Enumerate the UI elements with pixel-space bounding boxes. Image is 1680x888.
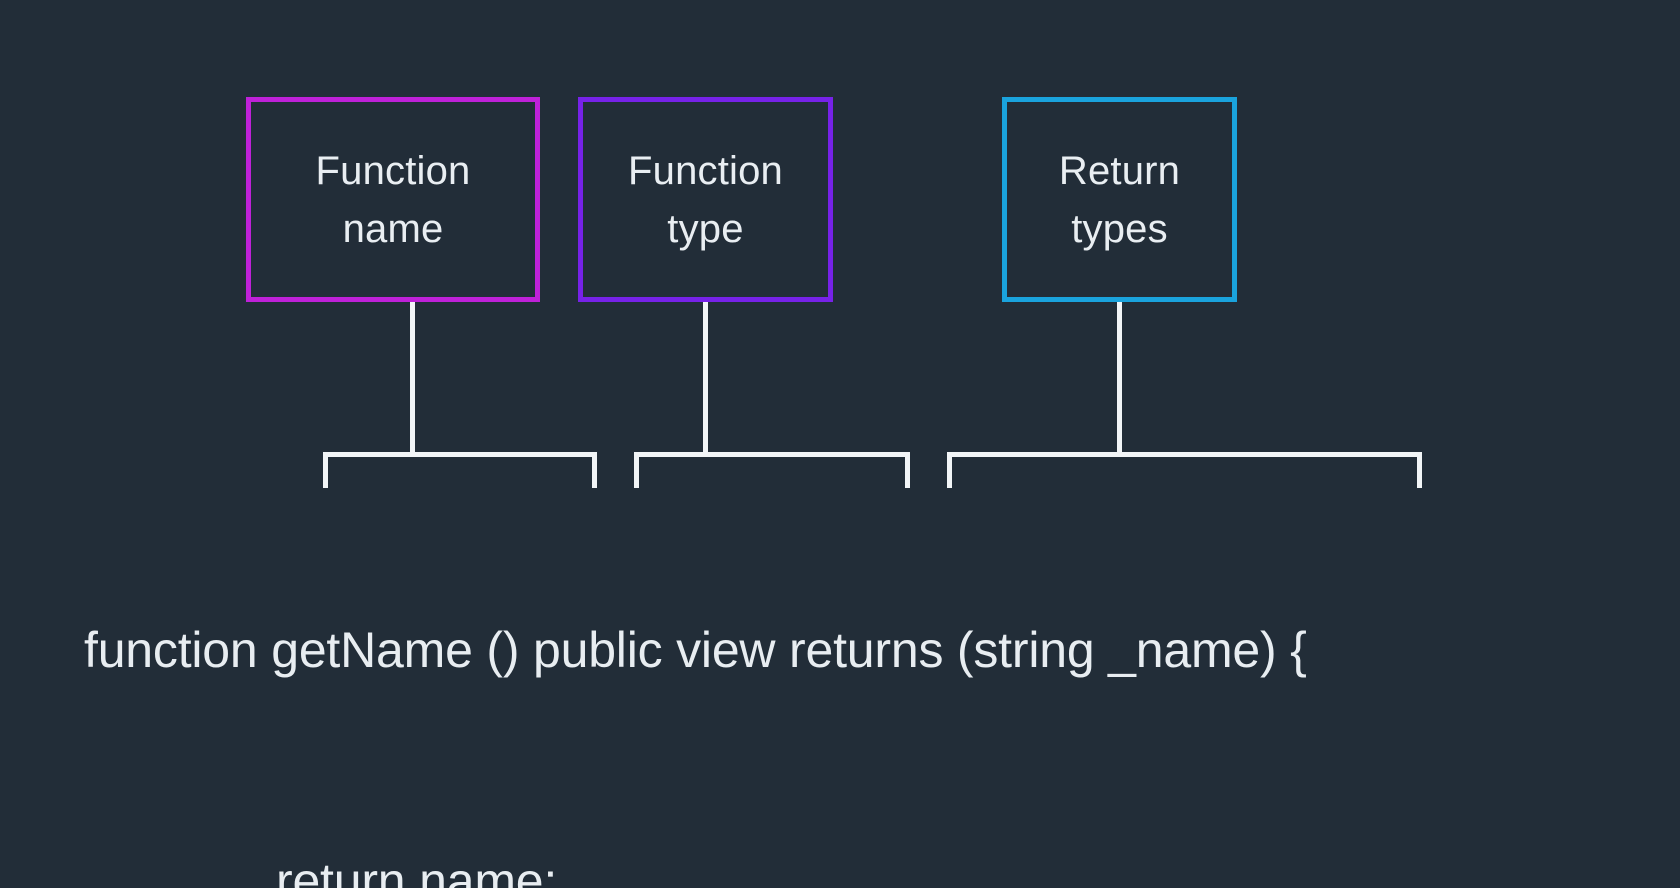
callout-label-function-type: Function type bbox=[627, 148, 784, 251]
callout-box-return-types: Return types bbox=[1002, 97, 1237, 302]
code-snippet: function getName () public view returns … bbox=[84, 458, 1644, 888]
connector-bracket-return-types bbox=[947, 452, 1422, 488]
connector-stem-function-type bbox=[703, 302, 708, 454]
connector-stem-return-types bbox=[1117, 302, 1122, 454]
connector-stem-function-name bbox=[410, 302, 415, 454]
callout-label-function-name: Function name bbox=[315, 148, 471, 251]
callout-label-return-types: Return types bbox=[1058, 148, 1181, 251]
callout-box-function-name: Function name bbox=[246, 97, 540, 302]
callout-box-function-type: Function type bbox=[578, 97, 833, 302]
connector-bracket-function-name bbox=[323, 452, 597, 488]
code-line: function getName () public view returns … bbox=[84, 622, 1307, 678]
code-line: return name; bbox=[276, 853, 558, 888]
connector-bracket-function-type bbox=[634, 452, 910, 488]
